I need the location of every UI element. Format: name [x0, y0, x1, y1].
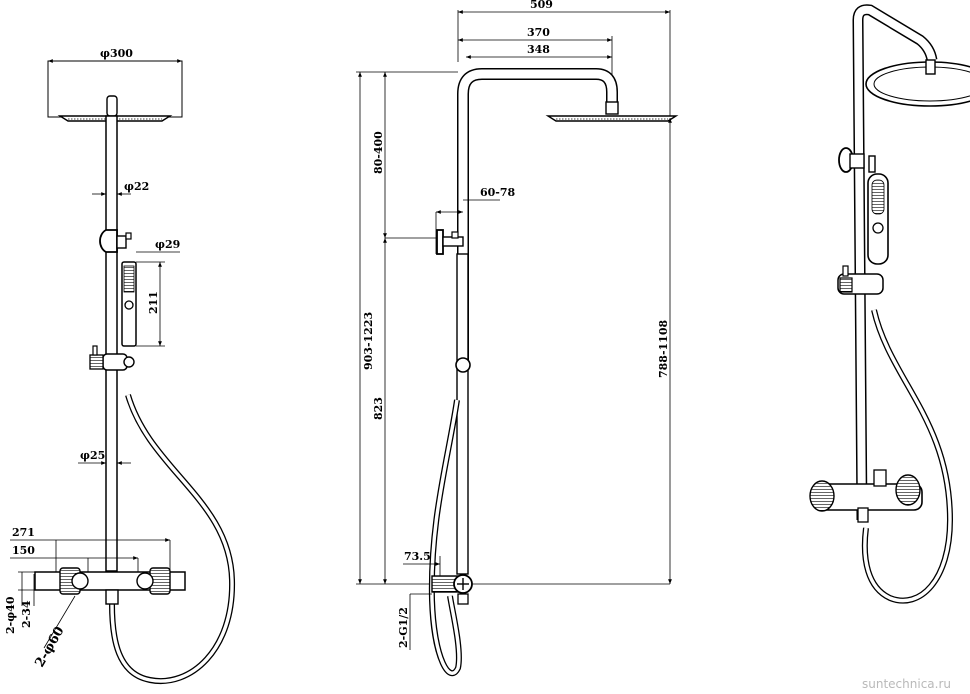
perspective-view: [809, 4, 970, 604]
dim-mixer-offset: 73.5: [404, 550, 431, 563]
dim-arm-reach: 370: [527, 26, 550, 39]
dim-rail-height: 823: [372, 397, 385, 420]
dim-bracket-projection: 60-78: [480, 186, 516, 199]
dim-handle-height: 2-34: [20, 600, 33, 628]
front-view: φ300 φ22 211 φ29 φ25: [4, 47, 236, 685]
shower-arm: [106, 95, 118, 117]
dim-hand-shower-length: 211: [147, 291, 160, 314]
dim-hand-shower-diameter: φ29: [155, 238, 180, 251]
hose: [109, 394, 236, 685]
side-shower-head: [545, 115, 679, 122]
dim-rail-diameter: φ25: [80, 449, 105, 462]
dim-total-height: 903-1223: [362, 312, 375, 370]
dim-escutcheon-diameter: 2-φ60: [32, 624, 67, 670]
dim-handle-diameter: 2-φ40: [4, 596, 17, 634]
dim-inlet-thread: 2-G1/2: [397, 607, 410, 648]
side-wall-bracket: [436, 229, 444, 255]
dim-head-adjust: 80-400: [372, 131, 385, 174]
riser-pipe: [105, 115, 118, 572]
dim-total-depth: 509: [530, 0, 553, 11]
dim-head-height: 788-1108: [657, 320, 670, 378]
side-view: 509 370 348 903-1223 80-400 823 788-1108…: [356, 0, 679, 677]
dim-overall-width: 271: [12, 526, 35, 539]
dim-arm-diameter: φ22: [124, 180, 149, 193]
side-slider: [455, 357, 471, 373]
wall-bracket: [99, 229, 118, 253]
watermark: suntechnica.ru: [862, 677, 951, 691]
persp-hose: [861, 309, 954, 604]
dim-inlet-spacing: 150: [12, 544, 35, 557]
dim-arm-reach-inner: 348: [527, 43, 550, 56]
dim-head-diameter: φ300: [100, 47, 133, 60]
